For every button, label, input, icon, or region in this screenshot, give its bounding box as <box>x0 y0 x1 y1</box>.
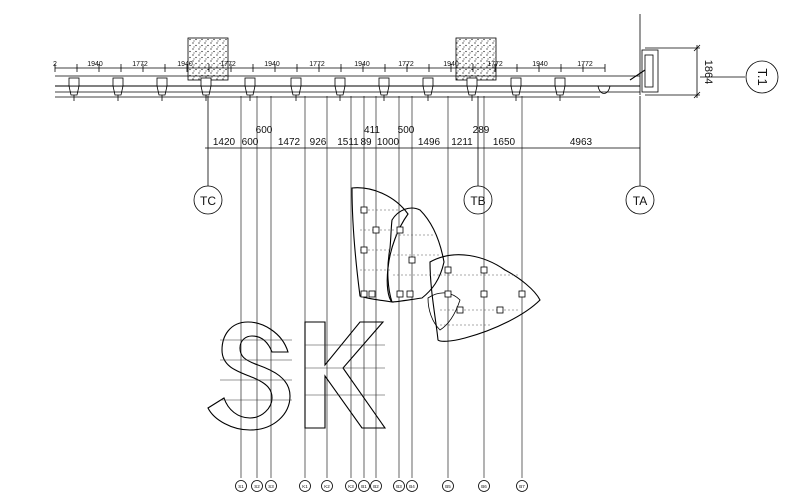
top-dimension-label: 1772 <box>309 61 325 68</box>
middle-dimension-upper-label: 600 <box>256 125 273 136</box>
vertical-grid-lines <box>240 96 523 478</box>
bottom-label: S3 <box>268 484 274 489</box>
bottom-label: B4 <box>409 484 415 489</box>
bottom-label: S2 <box>254 484 260 489</box>
middle-dimension-label: 1650 <box>493 137 516 148</box>
middle-dimension-label: 1496 <box>418 137 441 148</box>
top-dimension-label: 1772 <box>132 61 148 68</box>
light-fixtures <box>68 77 611 101</box>
sk-logo <box>207 321 387 431</box>
axis-tc-label: TC <box>200 194 216 208</box>
bottom-label-bubbles: S1 S2 S3 K1 K2 K3 B1 B2 B3 B4 B5 B6 B7 <box>235 480 528 492</box>
bottom-label: B1 <box>361 484 367 489</box>
middle-dimension-label: 1420 <box>213 137 236 148</box>
bottom-label: B5 <box>445 484 451 489</box>
top-dimension-label: 1940 <box>87 61 103 68</box>
column-left <box>187 37 229 81</box>
column-right <box>455 37 497 81</box>
middle-dimension-label: 89 <box>360 137 372 148</box>
bottom-label: S1 <box>238 484 244 489</box>
top-dimension-line <box>55 67 640 98</box>
top-dimension-label: 1940 <box>354 61 370 68</box>
middle-dimension-upper-label: 411 <box>364 125 380 136</box>
middle-dimension-label: 1511 <box>337 137 359 148</box>
bottom-label: K3 <box>348 484 354 489</box>
right-edge-detail: 1864 T.1 <box>629 14 779 99</box>
middle-dimension-label: 926 <box>310 137 327 148</box>
bottom-label: K2 <box>324 484 330 489</box>
top-dimension-label: 1772 <box>220 61 236 68</box>
axis-ta: TA <box>625 96 655 215</box>
axis-ta-label: TA <box>633 194 647 208</box>
top-dimension-label: 1940 <box>177 61 193 68</box>
middle-dimension-label: 600 <box>242 137 259 148</box>
bottom-label: B2 <box>373 484 379 489</box>
top-dimension-label: 1940 <box>532 61 548 68</box>
middle-dimension-label: 1000 <box>377 137 400 148</box>
middle-dimension-upper-label: 500 <box>398 125 415 136</box>
axis-tb: TB <box>463 96 493 215</box>
middle-dimension-upper-label: 289 <box>473 125 490 136</box>
axis-tb-label: TB <box>470 194 485 208</box>
bottom-label: K1 <box>302 484 308 489</box>
butterfly-logo <box>351 187 541 342</box>
middle-dimension-label: 4963 <box>570 137 593 148</box>
axis-t1-label: T.1 <box>755 68 770 85</box>
top-dimension-label: 1940 <box>264 61 280 68</box>
axis-tc: TC <box>193 96 223 215</box>
bottom-label: B7 <box>519 484 525 489</box>
bottom-label: B3 <box>396 484 402 489</box>
top-dimension-label: 1772 <box>398 61 414 68</box>
middle-dimension-label: 1211 <box>451 137 473 148</box>
bottom-label: B6 <box>481 484 487 489</box>
top-dimension-label: 1772 <box>577 61 593 68</box>
middle-dimension-label: 1472 <box>278 137 301 148</box>
right-dimension: 1864 <box>702 60 714 84</box>
